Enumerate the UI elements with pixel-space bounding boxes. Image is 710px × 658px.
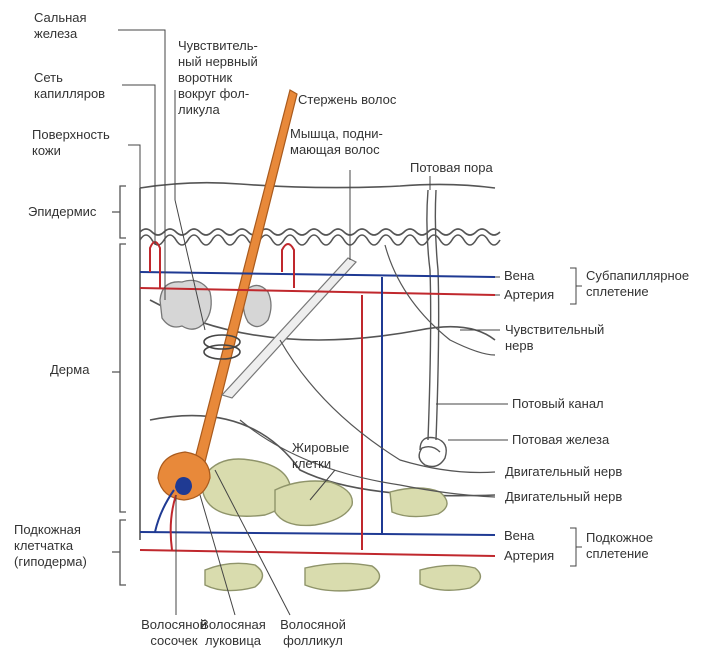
bulb-artery: [171, 495, 176, 550]
vein-upper: [140, 272, 495, 277]
dermal-papillae-line: [140, 235, 500, 245]
fat-cluster: [420, 565, 480, 590]
label-sweat-gland: Потовая железа: [512, 432, 609, 448]
capillary-loop: [150, 242, 160, 288]
label-subpapillary-plexus: Субпапиллярное сплетение: [586, 268, 689, 300]
bracket-subpapillary: [570, 268, 582, 304]
leader-skin-surface: [128, 145, 140, 188]
skin-surface-line: [140, 183, 495, 188]
label-vein-top: Вена: [504, 268, 534, 284]
leader-capillaries: [122, 85, 155, 245]
epidermis-lower-line: [140, 229, 500, 235]
bracket-subcutaneous: [570, 528, 582, 566]
label-erector-muscle: Мышца, подни- мающая волос: [290, 126, 383, 158]
fat-cells: [202, 459, 480, 591]
bracket-dermis: [112, 244, 126, 512]
fat-cluster: [305, 563, 380, 590]
sensory-nerve: [385, 245, 495, 355]
label-motor-nerve-1: Двигательный нерв: [505, 464, 622, 480]
sweat-duct: [435, 190, 438, 440]
label-hair-follicle: Волосяной фолликул: [263, 617, 363, 649]
label-motor-nerve-2: Двигательный нерв: [505, 489, 622, 505]
sweat-gland-coil: [419, 438, 446, 467]
label-sensory-nerve: Чувствительный нерв: [505, 322, 604, 354]
fat-cluster: [205, 563, 263, 590]
label-skin-surface: Поверхность кожи: [32, 127, 110, 159]
label-sweat-duct: Потовый канал: [512, 396, 604, 412]
leader-sebaceous: [118, 30, 165, 300]
label-subcutaneous-plexus: Подкожное сплетение: [586, 530, 653, 562]
bracket-epidermis: [112, 186, 126, 238]
label-hypodermis: Подкожная клетчатка (гиподерма): [14, 522, 87, 570]
bracket-hypodermis: [112, 520, 126, 585]
label-sebaceous-gland: Сальная железа: [34, 10, 87, 42]
label-epidermis: Эпидермис: [28, 204, 96, 220]
label-vein-bottom: Вена: [504, 528, 534, 544]
left-brackets: [112, 186, 126, 585]
label-dermis: Дерма: [50, 362, 89, 378]
label-hair-shaft: Стержень волос: [298, 92, 396, 108]
fat-cluster: [390, 488, 447, 517]
label-sweat-pore: Потовая пора: [410, 160, 493, 176]
sebaceous-glands: [160, 280, 271, 329]
label-artery-bottom: Артерия: [504, 548, 554, 564]
artery-lower: [140, 550, 495, 556]
nerves: [240, 245, 495, 497]
vein-lower: [140, 532, 495, 535]
label-artery-top: Артерия: [504, 287, 554, 303]
fat-cluster: [275, 481, 352, 525]
label-sensory-collar: Чувствитель- ный нервный воротник вокруг…: [178, 38, 258, 118]
capillary-loop: [282, 244, 294, 288]
label-capillary-net: Сеть капилляров: [34, 70, 105, 102]
label-fat-cells: Жировые клетки: [292, 440, 349, 472]
hair-shaft: [192, 90, 297, 470]
sweat-duct: [427, 190, 431, 440]
